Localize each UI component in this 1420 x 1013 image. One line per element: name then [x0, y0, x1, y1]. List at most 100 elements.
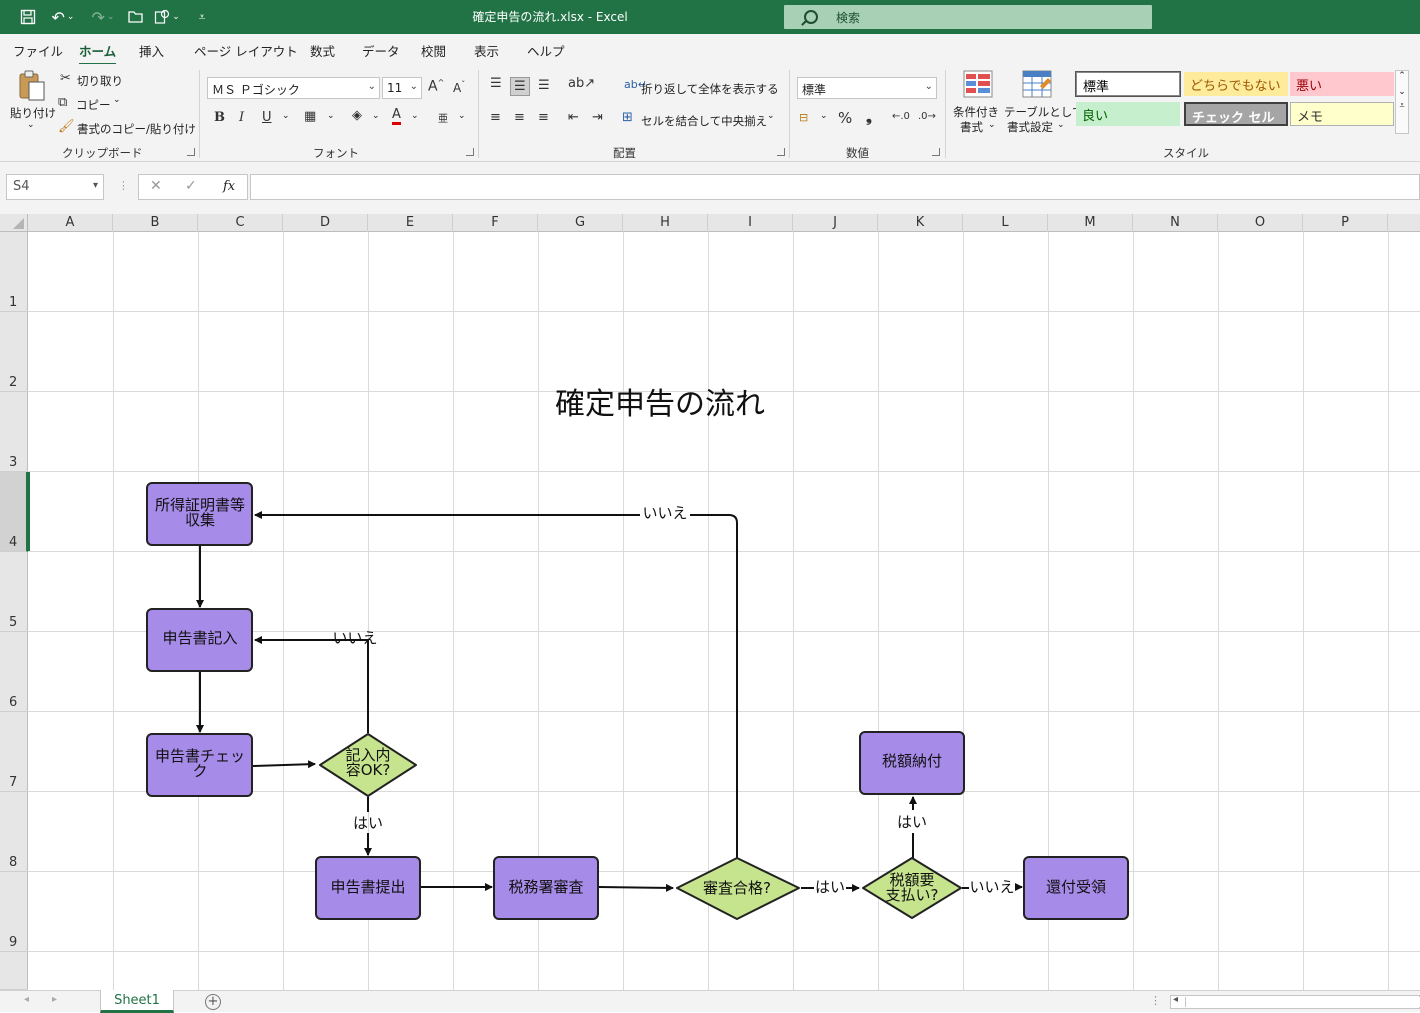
row-header-7[interactable]: 7 — [0, 712, 28, 792]
clipboard-launcher-icon[interactable] — [187, 148, 195, 156]
drag-handle-icon[interactable]: ⋮ — [1150, 994, 1161, 1007]
tab-page-layout[interactable]: ページ レイアウト — [194, 44, 298, 59]
align-middle-icon[interactable]: ☰ — [510, 77, 530, 96]
connector-okq-no[interactable] — [330, 639, 369, 733]
node-pay-box[interactable] — [859, 731, 965, 795]
node-collect-box[interactable] — [146, 482, 253, 546]
style-memo[interactable]: メモ — [1290, 102, 1394, 126]
currency-dropdown-icon[interactable]: ⌄ — [820, 111, 828, 121]
decrease-decimal-icon[interactable]: .0→ — [918, 111, 936, 122]
align-bottom-icon[interactable]: ☰ — [538, 78, 550, 93]
cell-grid[interactable]: 確定申告の流れ — [28, 232, 1420, 990]
cut-icon[interactable]: ✂ — [60, 71, 71, 86]
edge-label-yes-payq[interactable]: はい — [897, 813, 927, 831]
align-center-icon[interactable]: ≡ — [514, 110, 525, 125]
tab-home[interactable]: ホーム — [79, 41, 117, 66]
align-top-icon[interactable]: ☰ — [490, 76, 502, 91]
font-size-select[interactable]: 11⌄ — [382, 77, 422, 99]
drag-handle-icon[interactable]: ⋮ — [118, 179, 129, 192]
sheet-tab[interactable]: Sheet1 — [100, 990, 174, 1013]
edge-label-yes-okq[interactable]: はい — [353, 814, 383, 832]
edge-label-no-payq[interactable]: いいえ — [969, 878, 1014, 896]
underline-button[interactable]: U — [262, 110, 272, 125]
bold-button[interactable]: B — [214, 110, 225, 125]
font-launcher-icon[interactable] — [466, 148, 474, 156]
column-header-c[interactable]: C — [198, 214, 283, 232]
font-name-select[interactable]: ＭＳ Ｐゴシック⌄ — [207, 77, 380, 99]
decrease-indent-icon[interactable]: ⇤ — [568, 110, 579, 125]
comma-button[interactable]: ❟ — [866, 108, 872, 126]
column-header-i[interactable]: I — [708, 214, 793, 232]
fill-color-icon[interactable]: ◈ — [352, 108, 362, 123]
edge-label-no-okq[interactable]: いいえ — [332, 629, 377, 647]
node-passq-diamond[interactable] — [676, 857, 800, 920]
name-box[interactable]: S4 ▾ — [6, 174, 104, 200]
undo-icon[interactable]: ↶⌄ — [51, 7, 75, 27]
chevron-up-icon[interactable]: ⌃ — [1398, 71, 1406, 81]
orientation-icon[interactable]: ab↗ — [568, 76, 596, 91]
row-header-10[interactable] — [0, 952, 28, 990]
copy-icon[interactable]: ⧉ — [58, 95, 68, 110]
column-header-b[interactable]: B — [113, 214, 198, 232]
tab-review[interactable]: 校閲 — [421, 44, 447, 59]
align-left-icon[interactable]: ≡ — [490, 110, 501, 125]
scrollbar-thumb[interactable] — [1185, 997, 1420, 1007]
node-payq-diamond[interactable] — [862, 857, 962, 919]
node-check-box[interactable] — [146, 733, 253, 797]
column-header-j[interactable]: J — [793, 214, 878, 232]
prev-sheet-icon[interactable]: ◂ — [24, 994, 30, 1005]
merge-dropdown-icon[interactable]: ⌄ — [767, 111, 775, 121]
gallery-scroll[interactable]: ⌃ ⌄ ⩡ — [1395, 70, 1409, 134]
italic-button[interactable]: I — [239, 110, 245, 125]
font-color-icon[interactable]: A — [392, 108, 401, 125]
wrap-text-button[interactable]: 折り返して全体を表示する — [641, 82, 779, 96]
edge-label-yes-passq[interactable]: はい — [815, 878, 845, 896]
phonetic-dropdown-icon[interactable]: ⌄ — [458, 111, 466, 121]
row-header-3[interactable]: 3 — [0, 392, 28, 472]
connector-check-okq[interactable] — [252, 760, 316, 769]
increase-indent-icon[interactable]: ⇥ — [592, 110, 603, 125]
column-header-m[interactable]: M — [1048, 214, 1133, 232]
increase-font-icon[interactable]: A^ — [428, 78, 445, 95]
tab-help[interactable]: ヘルプ — [527, 44, 565, 59]
enter-icon[interactable]: ✓ — [185, 178, 197, 194]
column-header-p[interactable]: P — [1303, 214, 1388, 232]
row-header-8[interactable]: 8 — [0, 792, 28, 872]
redo-icon[interactable]: ↷⌄ — [91, 7, 115, 27]
conditional-format-button[interactable]: 条件付き 書式 ⌄ — [952, 70, 1002, 140]
chevron-down-icon[interactable]: ⌄ — [1398, 87, 1406, 97]
number-format-select[interactable]: 標準⌄ — [797, 77, 937, 99]
more-icon[interactable]: ⩡ — [1399, 101, 1405, 111]
open-icon[interactable] — [124, 6, 148, 28]
cut-button[interactable]: 切り取り — [77, 74, 123, 88]
merge-button[interactable]: セルを結合して中央揃え — [641, 114, 768, 128]
style-neutral[interactable]: どちらでもない — [1184, 72, 1288, 96]
row-header-9[interactable]: 9 — [0, 872, 28, 952]
flowchart-title[interactable]: 確定申告の流れ — [555, 387, 765, 422]
horizontal-scrollbar[interactable]: ◂ — [1170, 994, 1420, 1009]
connector-passq-no[interactable] — [690, 514, 738, 858]
font-color-dropdown-icon[interactable]: ⌄ — [411, 111, 419, 121]
row-header-1[interactable]: 1 — [0, 232, 28, 312]
format-as-table-button[interactable]: テーブルとして 書式設定 ⌄ — [1004, 70, 1083, 140]
underline-dropdown-icon[interactable]: ⌄ — [282, 111, 290, 121]
fill-dropdown-icon[interactable]: ⌄ — [372, 111, 380, 121]
tab-insert[interactable]: 挿入 — [139, 44, 165, 59]
row-header-6[interactable]: 6 — [0, 632, 28, 712]
style-normal[interactable]: 標準 — [1075, 71, 1181, 97]
scroll-left-icon[interactable]: ◂ — [1173, 994, 1179, 1005]
node-review-box[interactable] — [493, 856, 599, 920]
cancel-icon[interactable]: ✕ — [150, 178, 162, 194]
save-icon[interactable] — [16, 6, 40, 28]
row-header-2[interactable]: 2 — [0, 312, 28, 392]
currency-icon[interactable]: ⊟ — [799, 111, 809, 124]
tab-data[interactable]: データ — [362, 44, 400, 59]
borders-dropdown-icon[interactable]: ⌄ — [327, 111, 335, 121]
customize-qat-icon[interactable]: ⩡ — [198, 9, 206, 24]
add-sheet-icon[interactable]: + — [205, 994, 221, 1010]
tab-view[interactable]: 表示 — [474, 44, 500, 59]
column-header-f[interactable]: F — [453, 214, 538, 232]
wrap-text-icon[interactable]: ab↵ — [624, 78, 647, 91]
column-header-h[interactable]: H — [623, 214, 708, 232]
format-painter-icon[interactable]: 🖌 — [58, 119, 75, 134]
